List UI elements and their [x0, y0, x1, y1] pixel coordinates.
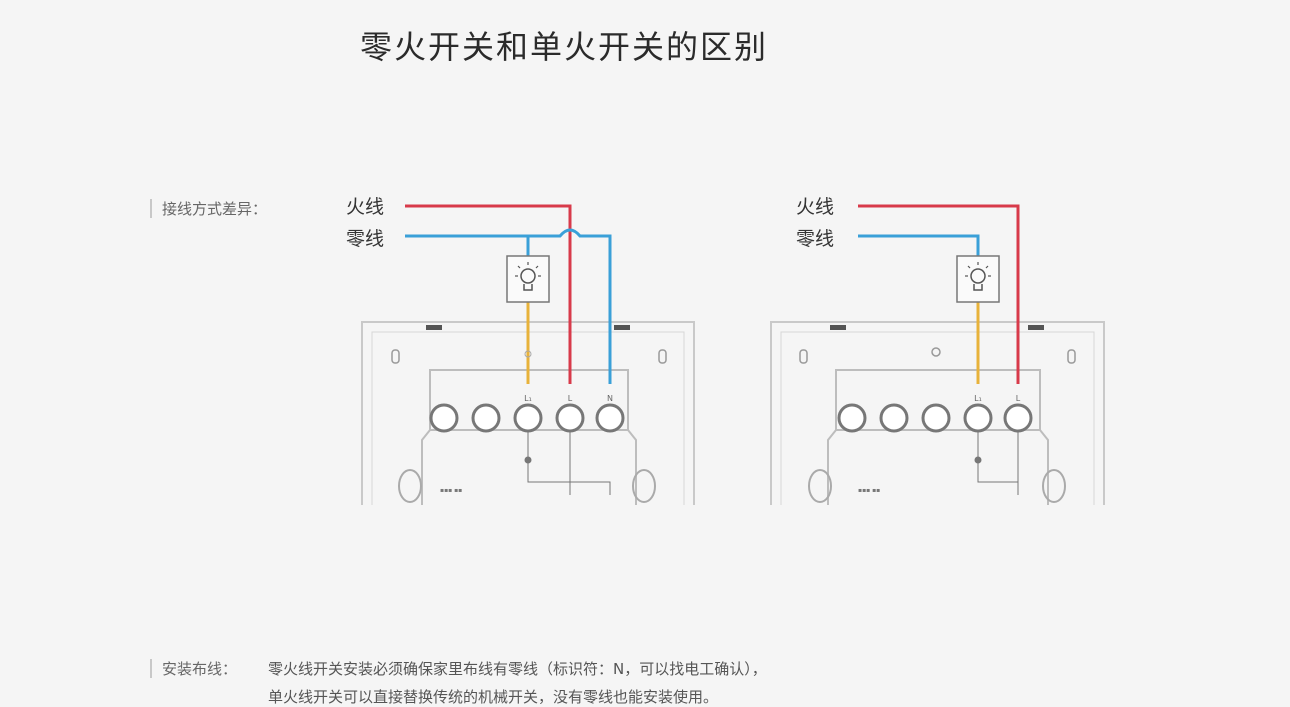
left-mount-hole: [632, 469, 656, 503]
left-screw-slot: [658, 349, 667, 364]
left-fire-wire: [405, 204, 572, 384]
right-terminals: [837, 403, 1033, 433]
terminal-screw: [513, 403, 543, 433]
left-panel-print: ▪▪▪ ▪▪: [440, 487, 462, 494]
right-neutral-wire: [858, 234, 980, 256]
right-panel-clip: [1028, 325, 1044, 330]
terminal-screw: [963, 403, 993, 433]
terminal-screw: [429, 403, 459, 433]
left-diagram: L₁ L N ▪▪▪ ▪▪: [361, 204, 695, 505]
right-lamp-icon: [956, 255, 1000, 303]
right-switch-panel: [770, 321, 1105, 505]
right-fire-label: 火线: [796, 196, 835, 218]
right-screw-slot: [799, 349, 808, 364]
left-terminals: [429, 403, 625, 433]
left-lamp-icon: [506, 255, 550, 303]
right-neutral-label: 零线: [796, 228, 835, 250]
left-load-node: [524, 350, 532, 358]
right-diagram: L₁ L ▪▪▪ ▪▪: [770, 204, 1105, 505]
right-panel-print: ▪▪▪ ▪▪: [858, 487, 880, 494]
left-terminal-label: L₁: [524, 394, 532, 403]
right-panel-dot: [931, 347, 941, 357]
install-text-line1: 零火线开关安装必须确保家里布线有零线（标识符：N，可以找电工确认），: [268, 660, 767, 678]
left-mount-hole: [398, 469, 422, 503]
right-terminal-label: L: [1016, 394, 1021, 403]
right-mount-hole: [808, 469, 832, 503]
page-title: 零火开关和单火开关的区别: [360, 28, 769, 66]
terminal-screw: [879, 403, 909, 433]
install-section-label: 安装布线：: [150, 658, 237, 679]
wiring-section-label: 接线方式差异：: [150, 198, 267, 219]
left-panel-clip: [426, 325, 442, 330]
left-neutral-wire: [405, 228, 612, 384]
right-mount-hole: [1042, 469, 1066, 503]
right-fire-wire: [858, 204, 1020, 384]
right-screw-slot: [1067, 349, 1076, 364]
terminal-screw: [1003, 403, 1033, 433]
right-internal-wiring: [974, 432, 1019, 495]
terminal-screw: [921, 403, 951, 433]
left-terminal-label: L: [568, 394, 573, 403]
terminal-screw: [595, 403, 625, 433]
left-internal-wiring: [524, 432, 611, 495]
install-text-line2: 单火线开关可以直接替换传统的机械开关，没有零线也能安装使用。: [268, 688, 719, 706]
right-panel-clip: [830, 325, 846, 330]
right-terminal-label: L₁: [974, 394, 982, 403]
left-terminal-label: N: [607, 394, 613, 403]
left-neutral-label: 零线: [346, 228, 385, 250]
left-panel-clip: [614, 325, 630, 330]
left-screw-slot: [391, 349, 400, 364]
terminal-screw: [555, 403, 585, 433]
terminal-screw: [471, 403, 501, 433]
terminal-screw: [837, 403, 867, 433]
left-fire-label: 火线: [346, 196, 385, 218]
